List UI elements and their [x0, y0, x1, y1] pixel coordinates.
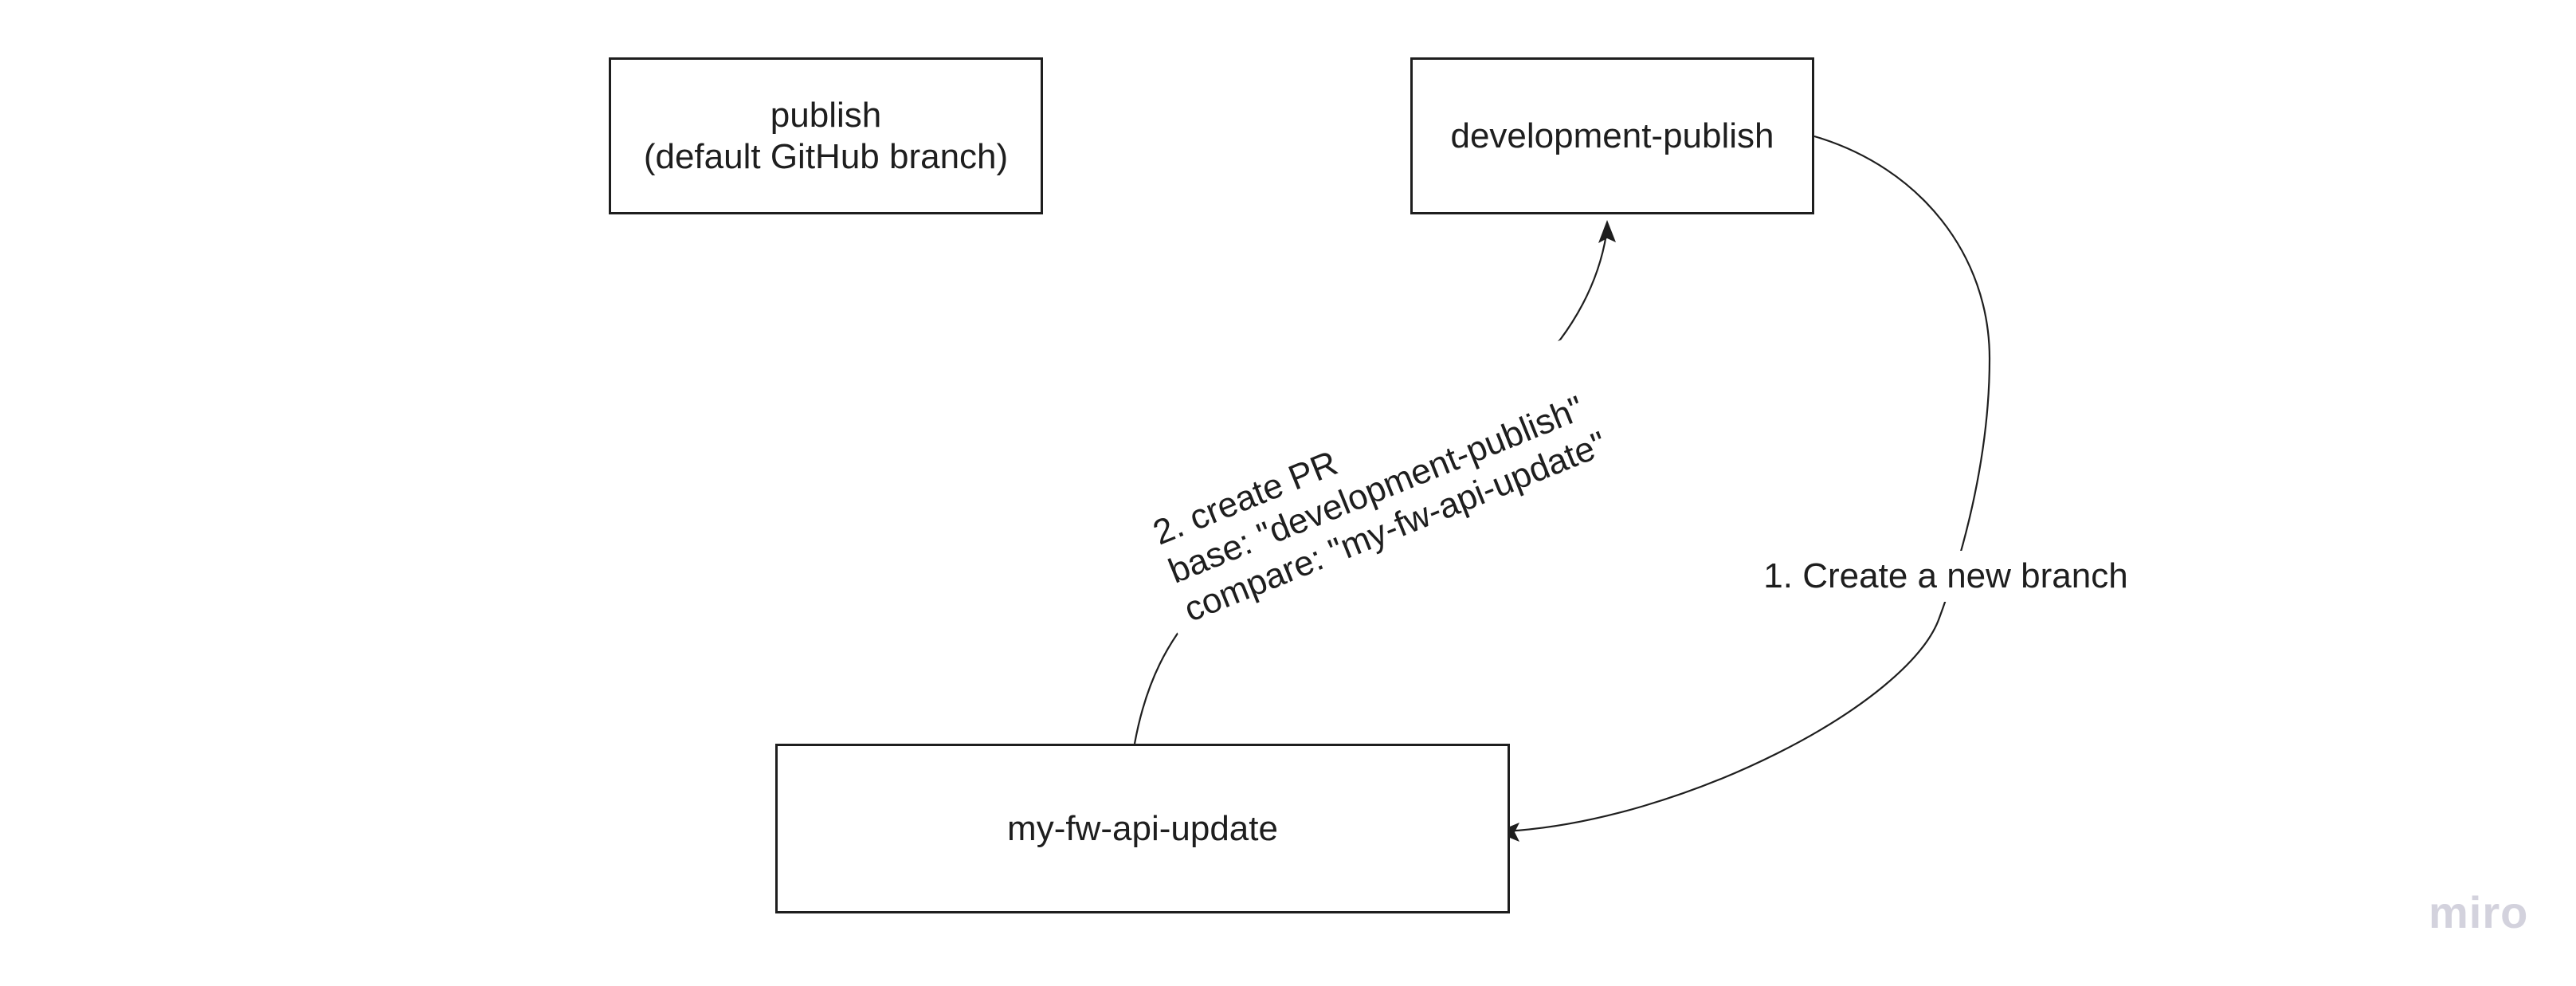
create-branch-connector-label[interactable]: 1. Create a new branch	[1751, 551, 2141, 602]
publish-label-line1: publish	[770, 95, 882, 135]
development-publish-label: development-publish	[1450, 116, 1774, 155]
create-pr-arrowhead-icon	[1598, 220, 1616, 243]
shape-publish-branch[interactable]: publish (default GitHub branch)	[609, 57, 1043, 214]
publish-label-line2: (default GitHub branch)	[643, 136, 1009, 176]
my-fw-api-update-label: my-fw-api-update	[1007, 808, 1278, 848]
shape-development-publish-branch[interactable]: development-publish	[1410, 57, 1814, 214]
shape-my-fw-api-update-branch[interactable]: my-fw-api-update	[775, 744, 1510, 913]
create-branch-connector-line[interactable]	[1504, 135, 1991, 833]
miro-watermark-logo: miro	[2429, 887, 2529, 937]
